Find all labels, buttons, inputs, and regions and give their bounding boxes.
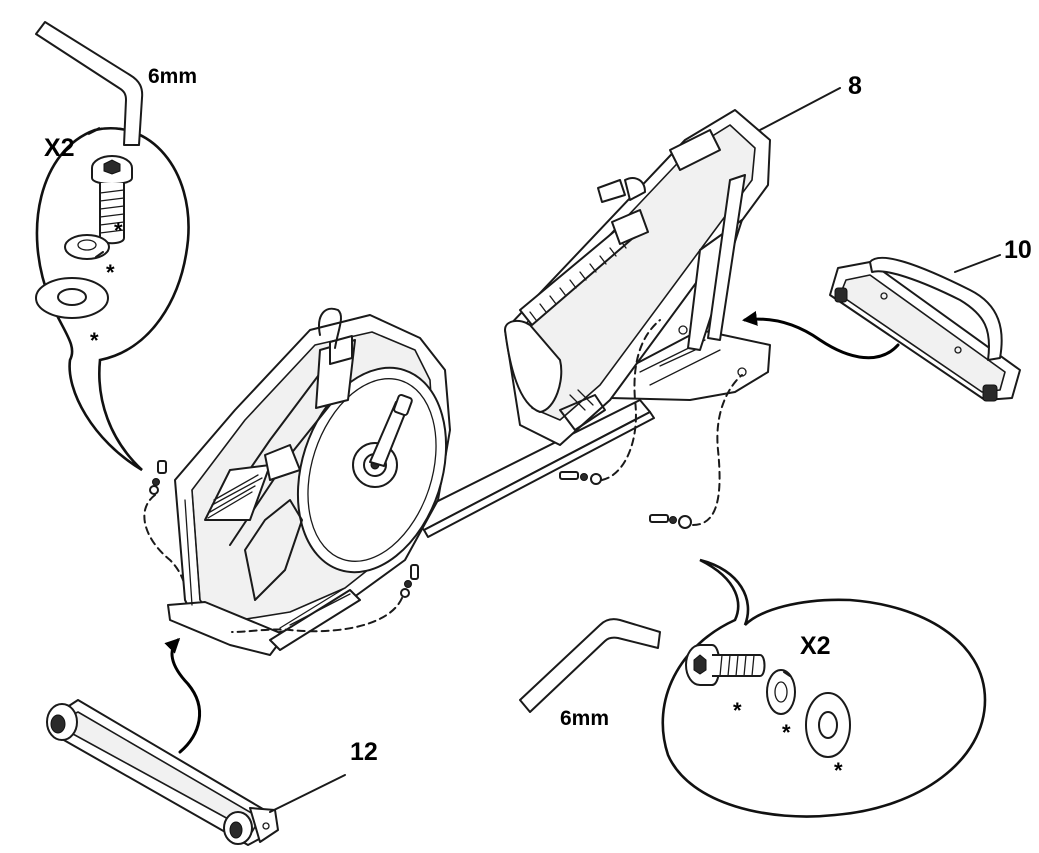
allen-wrench-icon (519, 618, 661, 713)
main-frame (167, 87, 841, 656)
button-head-bolt-icon (685, 644, 766, 686)
button-head-bolt-icon (91, 155, 133, 245)
hardware-bubble-left (35, 21, 193, 606)
flat-washer-icon (35, 277, 109, 319)
hardware-path-front (231, 597, 403, 633)
console-mast (504, 109, 771, 446)
callout-front-stabilizer: 12 (350, 738, 378, 766)
lock-washer-icon (766, 669, 796, 715)
wrench-size-label-left: 6mm (148, 65, 198, 88)
install-arrow-rear (742, 310, 900, 360)
callout-console-mast: 8 (848, 72, 862, 100)
bubble-outline (35, 127, 190, 472)
asterisk-bolt-left: * (114, 218, 123, 243)
quantity-label-left: X2 (44, 134, 75, 162)
leader-line-8 (759, 87, 841, 131)
hardware-path-rear-1 (601, 319, 661, 481)
flat-washer-icon (805, 692, 851, 758)
installed-hardware-left (149, 460, 167, 495)
asterisk-flat-washer-left: * (90, 328, 99, 353)
hardware-bubble-right (519, 558, 987, 818)
leader-line-10 (954, 254, 1001, 273)
asterisk-lock-washer-right: * (782, 720, 791, 745)
installed-hardware-rear (559, 471, 692, 529)
lock-washer-icon (64, 234, 110, 260)
leader-line-12 (269, 774, 346, 813)
rear-stabilizer (829, 256, 1021, 402)
allen-wrench-icon (35, 21, 144, 146)
callout-rear-stabilizer: 10 (1004, 236, 1032, 264)
quantity-label-right: X2 (800, 632, 831, 660)
install-arrow-front (164, 637, 202, 754)
asterisk-bolt-right: * (733, 698, 742, 723)
front-stabilizer (46, 699, 279, 846)
hardware-path-rear-2 (692, 374, 743, 526)
asterisk-flat-washer-right: * (834, 758, 843, 783)
asterisk-lock-washer-left: * (106, 260, 115, 285)
wrench-size-label-right: 6mm (560, 707, 610, 730)
installed-hardware-front (400, 564, 419, 598)
